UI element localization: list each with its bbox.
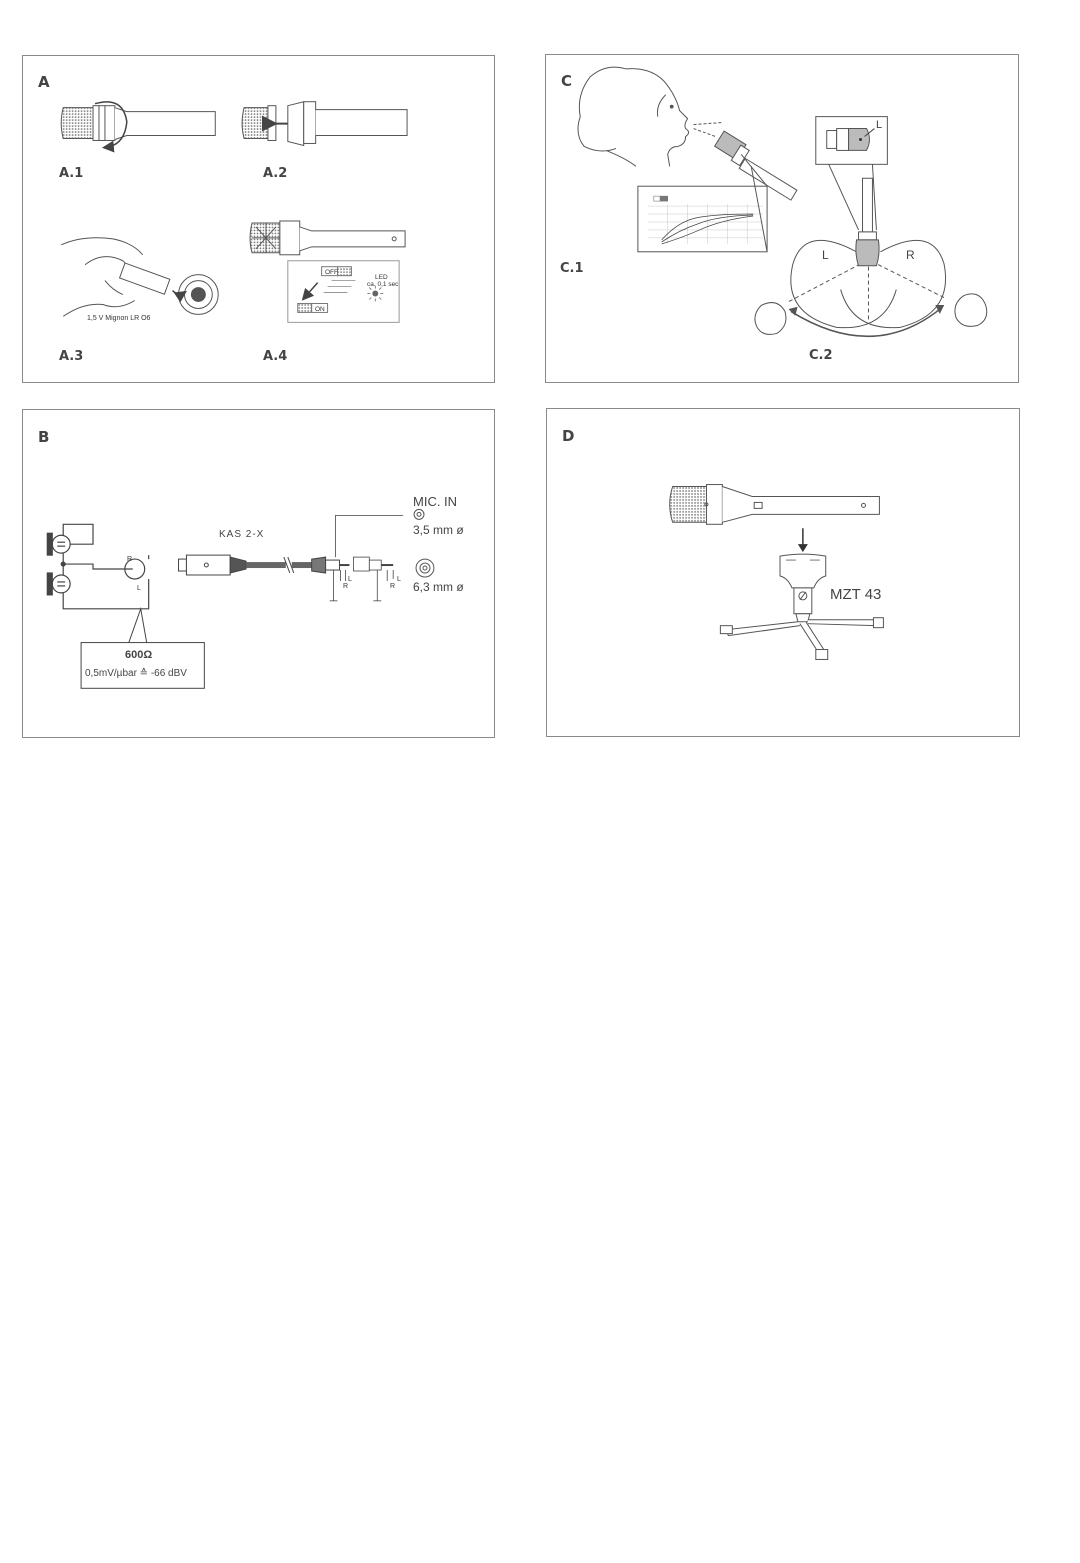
label-a3: A.3 (59, 349, 84, 364)
c2-microphone (855, 177, 880, 267)
panel-b-wiring-diagram (46, 508, 435, 689)
jack-large-label: 6,3 mm ø (413, 580, 464, 594)
switch-on-label: ON (315, 306, 325, 313)
label-a4: A.4 (263, 349, 288, 364)
inset-left-label: L (876, 119, 883, 131)
c2-polar-pattern (788, 239, 946, 329)
panel-b-letter: B (38, 428, 50, 446)
led-time-label: ca. 0,1 sec (367, 281, 399, 288)
b-plug-wiring (329, 514, 404, 602)
led-label: LED (375, 274, 388, 281)
b-capsules (46, 523, 150, 610)
panel-a-illustrations (60, 101, 408, 323)
panel-d-illustrations (669, 484, 884, 660)
polar-right-label: R (906, 248, 915, 262)
label-a1: A.1 (59, 166, 84, 181)
a3-battery-insertion (61, 237, 219, 317)
c1-frequency-graph (637, 185, 768, 253)
panel-a-letter: A (38, 73, 50, 91)
a2-microphone (241, 101, 408, 147)
plug1-l-label: L (348, 576, 352, 583)
b-callout (80, 606, 205, 689)
panel-d-letter: D (562, 427, 575, 445)
jack-small-label: 3,5 mm ø (413, 523, 464, 537)
pin-r-label: R (127, 556, 133, 563)
c2-inset-detail (815, 116, 888, 165)
label-c2: C.2 (809, 348, 833, 363)
panel-b: B KAS 2-X MIC. IN 3,5 mm ø 6,3 mm ø 600Ω… (22, 409, 495, 738)
plug2-l-label: L (397, 576, 401, 583)
panel-c: C C.1 C.2 L R L (545, 54, 1019, 383)
cable-name: KAS 2-X (219, 529, 265, 540)
battery-caption: 1,5 V Mignon LR O6 (87, 315, 151, 322)
panel-a: A A.1 A.2 A.3 A.4 1,5 V Mignon LR O6 OFF… (22, 55, 495, 383)
mic-in-label: MIC. IN (413, 494, 458, 509)
plug1-r-label: R (343, 583, 349, 590)
b-jack-icons (413, 508, 435, 578)
polar-left-label: L (822, 248, 829, 262)
c2-listener-heads (754, 293, 988, 338)
c1-microphone (713, 130, 798, 201)
sensitivity-label: 0,5mV/µbar ≙ -66 dBV (85, 668, 187, 679)
c1-singer-head (577, 66, 690, 167)
label-a2: A.2 (263, 166, 288, 181)
a1-microphone (60, 101, 216, 153)
panel-c-illustrations (577, 66, 988, 338)
switch-off-label: OFF (325, 269, 338, 276)
d-insert-arrow (797, 528, 808, 553)
stand-name: MZT 43 (830, 586, 882, 603)
panel-d: D MZT 43 (546, 408, 1020, 737)
panel-c-letter: C (561, 72, 573, 90)
d-table-stand (719, 553, 884, 660)
pin-l-label: L (137, 585, 141, 592)
b-cable (177, 554, 350, 576)
c1-breath-arrows (693, 122, 722, 137)
a4-microphone-switch (249, 220, 406, 323)
d-microphone (669, 484, 880, 525)
label-c1: C.1 (560, 261, 584, 276)
impedance-label: 600Ω (125, 649, 153, 661)
plug2-r-label: R (390, 583, 396, 590)
